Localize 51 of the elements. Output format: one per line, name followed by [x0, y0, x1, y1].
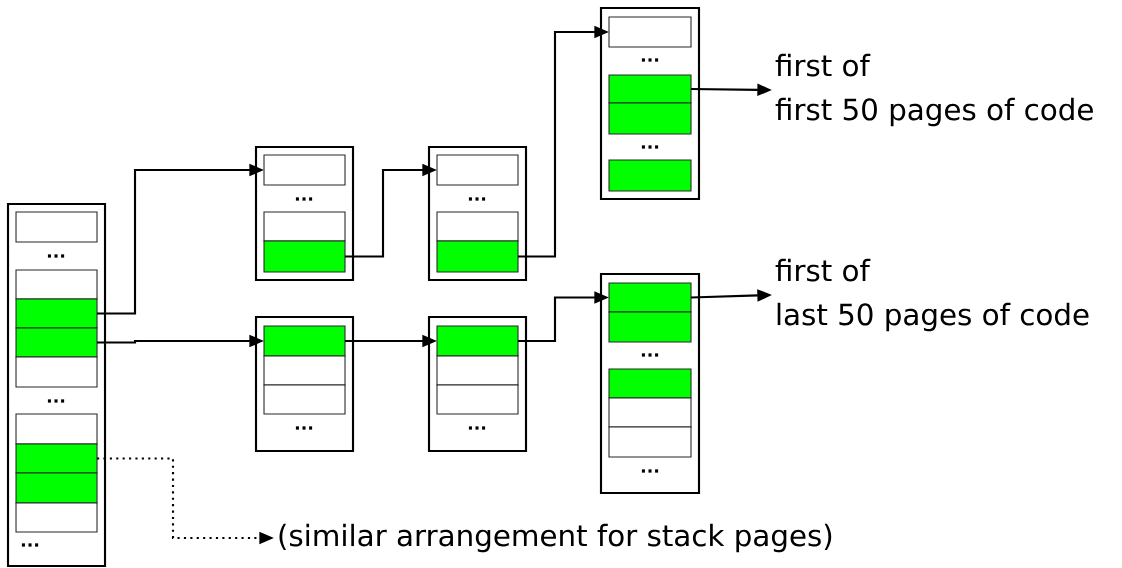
table-entry	[15, 502, 98, 533]
table-entry	[608, 426, 692, 458]
table-entry	[608, 16, 692, 48]
table-entry	[608, 74, 692, 104]
ellipsis: ...	[47, 254, 65, 258]
table-entry	[436, 154, 519, 186]
page-table	[6, 202, 107, 568]
ellipsis: ...	[641, 145, 659, 149]
page-table	[427, 315, 528, 453]
table-entry	[15, 298, 98, 329]
note-text: (similar arrangement for stack pages)	[279, 523, 832, 553]
table-entry	[263, 240, 346, 273]
ellipsis: ...	[295, 197, 313, 201]
page-table	[254, 315, 355, 453]
table-entry	[15, 443, 98, 474]
table-entry	[263, 325, 346, 357]
table-entry	[436, 355, 519, 386]
table-entry	[436, 384, 519, 415]
table-entry	[263, 355, 346, 386]
table-entry	[436, 325, 519, 357]
page-table	[599, 6, 701, 201]
ellipsis: ...	[468, 426, 486, 430]
table-entry	[15, 211, 98, 243]
table-entry	[436, 211, 519, 242]
ellipsis: ...	[641, 58, 659, 62]
table-entry	[263, 154, 346, 186]
ellipsis: ...	[295, 426, 313, 430]
ellipsis: ...	[641, 469, 659, 473]
table-entry	[15, 356, 98, 388]
ellipsis: ...	[641, 353, 659, 357]
table-entry	[263, 384, 346, 415]
table-entry	[608, 282, 692, 313]
table-entry	[15, 472, 98, 504]
note-text: first of last 50 pages of code	[775, 258, 1089, 332]
table-entry	[608, 311, 692, 343]
table-entry	[608, 102, 692, 135]
page-table	[599, 272, 701, 495]
table-entry	[15, 413, 98, 445]
table-entry	[436, 240, 519, 273]
page-table	[254, 145, 355, 282]
ellipsis: ...	[21, 543, 39, 547]
table-entry	[263, 211, 346, 242]
ellipsis: ...	[47, 399, 65, 403]
table-entry	[608, 159, 692, 192]
table-entry	[15, 269, 98, 300]
page-table	[427, 145, 528, 282]
ellipsis: ...	[468, 197, 486, 201]
table-entry	[15, 327, 98, 358]
note-text: first of first 50 pages of code	[775, 53, 1093, 127]
table-entry	[608, 397, 692, 428]
table-entry	[608, 368, 692, 399]
